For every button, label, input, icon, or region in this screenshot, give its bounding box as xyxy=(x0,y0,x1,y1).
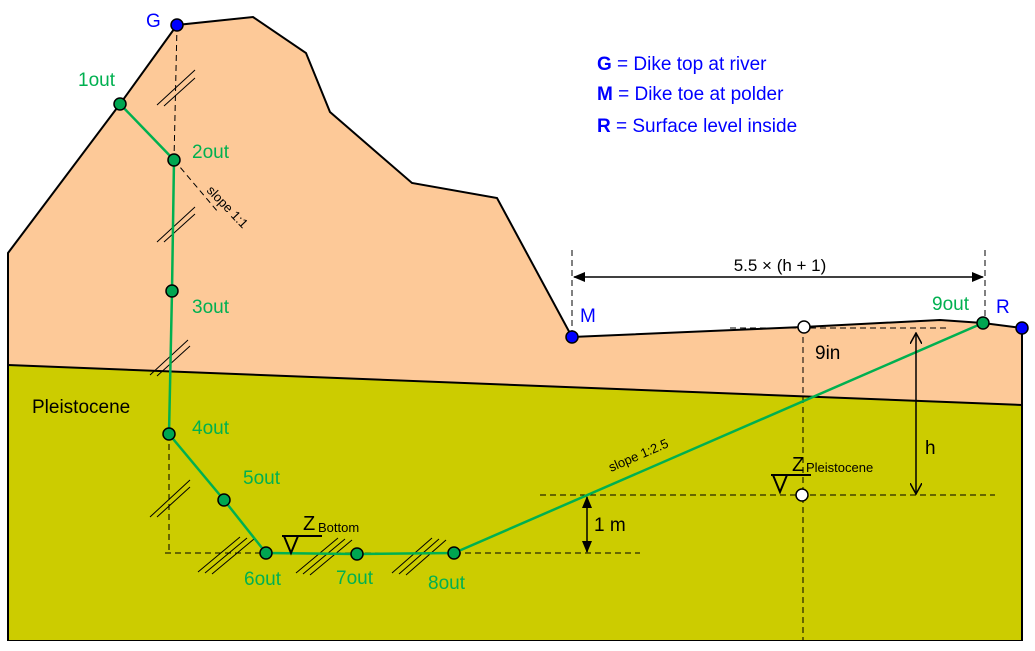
z-pleistocene-marker: Z Pleistocene xyxy=(771,454,873,495)
label-7out: 7out xyxy=(336,568,374,589)
svg-text:Pleistocene: Pleistocene xyxy=(806,460,873,475)
label-G: G xyxy=(146,11,161,32)
label-9out: 9out xyxy=(932,294,970,315)
label-3out: 3out xyxy=(192,297,230,318)
label-1out: 1out xyxy=(78,70,116,91)
point-8out xyxy=(447,546,461,560)
drain-points xyxy=(113,97,990,561)
height-label: h xyxy=(925,438,936,459)
point-6out xyxy=(259,546,273,560)
point-9in xyxy=(797,320,811,334)
legend-M: M = Dike toe at polder xyxy=(597,84,784,105)
distance-label: 5.5 × (h + 1) xyxy=(734,256,827,275)
svg-text:Z: Z xyxy=(303,513,315,535)
point-M xyxy=(565,330,579,344)
point-2out xyxy=(167,153,181,167)
point-4out xyxy=(162,427,176,441)
pleistocene-label: Pleistocene xyxy=(32,397,130,418)
hatch-marks xyxy=(149,69,447,576)
label-5out: 5out xyxy=(243,468,281,489)
one-meter-label: 1 m xyxy=(594,515,626,536)
legend: G = Dike top at river M = Dike toe at po… xyxy=(597,54,797,137)
label-6out: 6out xyxy=(244,569,282,590)
pleistocene-layer xyxy=(8,365,1022,640)
point-9out xyxy=(976,316,990,330)
legend-G: G = Dike top at river xyxy=(597,54,767,75)
point-7out xyxy=(350,547,364,561)
point-3out xyxy=(165,284,179,298)
construction-lines xyxy=(165,24,995,640)
label-4out: 4out xyxy=(192,418,230,439)
label-R: R xyxy=(996,297,1010,318)
svg-text:Z: Z xyxy=(792,454,804,476)
point-R xyxy=(1015,321,1029,335)
key-points xyxy=(170,18,1029,344)
point-z-pleistocene xyxy=(795,488,809,502)
label-9in: 9in xyxy=(815,343,840,364)
point-G xyxy=(170,18,184,32)
layer-boundary xyxy=(7,364,1023,406)
z-bottom-marker: Z Bottom xyxy=(282,513,359,556)
svg-text:Bottom: Bottom xyxy=(318,520,359,535)
point-1out xyxy=(113,97,127,111)
legend-R: R = Surface level inside xyxy=(597,116,797,137)
label-8out: 8out xyxy=(428,573,466,594)
label-2out: 2out xyxy=(192,142,230,163)
point-5out xyxy=(217,493,231,507)
label-M: M xyxy=(580,306,596,327)
